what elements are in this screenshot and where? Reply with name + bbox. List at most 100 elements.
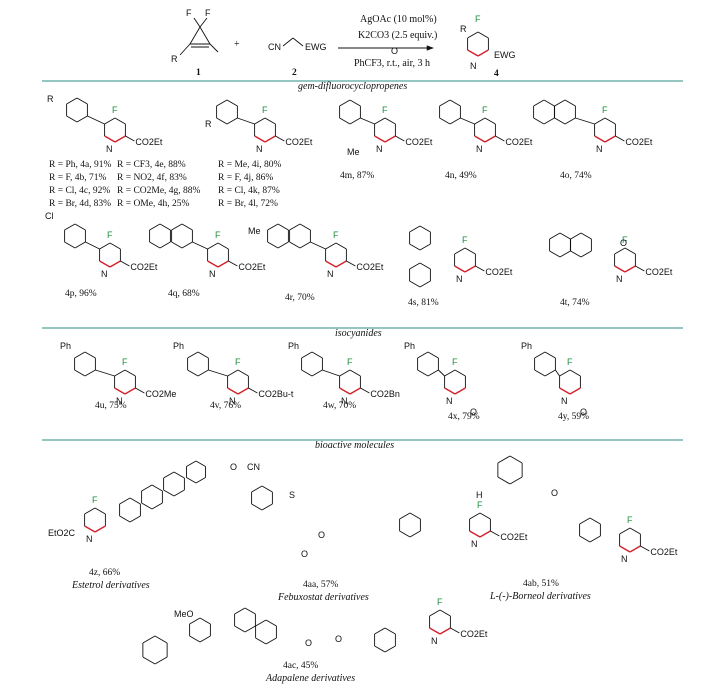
compound-4z-steroid-bond xyxy=(151,484,163,492)
compound-4z-steroid-bond xyxy=(129,497,141,505)
compound-4aa-bond xyxy=(479,512,491,520)
fluorine-atom: F xyxy=(92,495,98,505)
series-entry: R = Ph, 4a, 91% xyxy=(49,160,111,170)
compound-4p-bond xyxy=(99,242,111,250)
fluorine-atom: F xyxy=(382,105,388,115)
product-4-bond xyxy=(467,31,479,39)
series-entry: R = Cl, 4c, 92% xyxy=(49,186,110,196)
compound-4y-bond xyxy=(569,387,581,395)
product-label: 4 xyxy=(494,69,499,79)
compound-4m-link-bond xyxy=(360,117,375,125)
ester-bond xyxy=(475,265,485,272)
compound-label: 4v, 76% xyxy=(210,401,241,411)
atom-me: Me xyxy=(347,147,360,157)
compound-4aa-benzyl-bond xyxy=(399,512,411,520)
series-entry: R = Br, 4d, 83% xyxy=(49,199,111,209)
compound-4q-aryl-bond xyxy=(171,223,183,231)
compound-4a-4h-bond xyxy=(104,135,116,143)
compound-4m-bond xyxy=(384,117,396,125)
ester-group: CO2Et xyxy=(485,267,513,277)
compound-4o-naphthyl-bond xyxy=(533,117,545,125)
compound-label: 4y, 59% xyxy=(558,412,589,422)
compound-4a-4h-bond xyxy=(114,135,126,143)
compound-4q-bond xyxy=(207,260,219,268)
compound-4v-bond xyxy=(227,387,239,395)
derivative-name: Estetrol derivatives xyxy=(71,580,150,591)
ester-bond xyxy=(635,265,645,272)
compound-4o-aryl-bond xyxy=(564,117,576,125)
compound-4ab-bond xyxy=(629,527,641,535)
compound-4r-bond xyxy=(335,242,347,250)
series-entry: R = Me, 4i, 80% xyxy=(218,160,281,170)
compound-4m-aryl-bond xyxy=(349,99,361,107)
ester-bond xyxy=(125,135,135,142)
section-heading-bio: bioactive molecules xyxy=(315,440,394,451)
ester-bond xyxy=(450,627,460,634)
compound-4v-bond xyxy=(227,369,239,377)
compound-4ac-adamantyl-bond xyxy=(154,635,168,644)
atom-cn: CN xyxy=(247,462,260,472)
compound-4ac-bond xyxy=(439,627,451,635)
compound-4r-benzoxazole-bond xyxy=(267,223,279,231)
atom-r: R xyxy=(205,119,212,129)
compound-4z-steroid-bond xyxy=(119,515,131,523)
compound-4ac-benzyl-bond xyxy=(384,627,396,635)
compound-4n-aryl-bond xyxy=(439,99,451,107)
compound-4ac-benzyl-bond xyxy=(374,645,386,653)
compound-4q-fused-bond xyxy=(149,223,161,231)
compound-4v-aryl-bond xyxy=(187,351,199,359)
compound-4t-naphthyl-bond xyxy=(549,250,561,258)
compound-4aa-benzyl-bond xyxy=(409,530,421,538)
compound-4aa-bond xyxy=(479,530,491,538)
compound-label: 4s, 81% xyxy=(408,298,439,308)
compound-label: 4q, 68% xyxy=(168,289,200,299)
compound-4v-aryl-bond xyxy=(197,351,209,359)
compound-4ab-bornyl-bond xyxy=(497,476,511,485)
compound-4r-bond xyxy=(335,260,347,268)
compound-4y-bond xyxy=(559,387,571,395)
compound-4aa-benzyl-bond xyxy=(399,530,411,538)
compound-4m-bond xyxy=(374,117,386,125)
compound-4ab-benzyl-bond xyxy=(589,517,601,525)
pyridine-nitrogen: N xyxy=(229,396,236,406)
compound-4r-aryl-bond xyxy=(299,241,311,249)
compound-4t-naphthyl-bond xyxy=(549,232,561,240)
compound-4s-carbazole-bond xyxy=(409,280,421,288)
compound-4s-carbazole-bond xyxy=(409,225,421,233)
compound-4ac-aryl-bond xyxy=(199,635,211,643)
compound-label: 4w, 70% xyxy=(323,401,356,411)
compound-4y-bond xyxy=(569,369,581,377)
ester-bond xyxy=(640,545,650,552)
compound-4z-steroid-bond xyxy=(173,489,185,497)
ester-group: CO2Bu-t xyxy=(258,389,294,399)
ester-bond xyxy=(360,387,370,394)
compound-4s-carbazole-bond xyxy=(409,262,421,270)
atom-o: O xyxy=(580,407,587,417)
compound-label: 4aa, 57% xyxy=(303,580,338,590)
compound-4m-bond xyxy=(374,135,386,143)
series-entry: R = CF3, 4e, 88% xyxy=(117,160,186,170)
compound-4s-carbazole-bond xyxy=(409,243,421,251)
compound-4w-aryl-bond xyxy=(301,369,313,377)
compound-4ac-aryl-bond xyxy=(189,635,201,643)
reaction-conditions: PhCF3, r.t., air, 3 h xyxy=(354,58,430,69)
compound-4x-bond xyxy=(454,387,466,395)
fluorine-atom: F xyxy=(112,105,118,115)
reagent-base: K2CO3 (2.5 equiv.) xyxy=(358,30,437,41)
atom-o: O xyxy=(470,407,477,417)
compound-4z-bond xyxy=(84,525,96,533)
compound-4u-aryl-bond xyxy=(74,351,86,359)
compound-4w-aryl-bond xyxy=(311,351,323,359)
reagent-catalyst: AgOAc (10 mol%) xyxy=(360,14,437,25)
ester-bond xyxy=(228,260,238,267)
compound-4ac-aryl-bond xyxy=(189,617,201,625)
compound-4a-4h-aryl-bond xyxy=(66,97,78,105)
reactant-2-ewg: EWG xyxy=(305,42,327,52)
compound-4t-bond xyxy=(624,265,636,273)
compound-label: 4t, 74% xyxy=(560,298,590,308)
atom-me: Me xyxy=(248,226,261,236)
compound-4q-bond xyxy=(217,242,229,250)
atom-s: S xyxy=(289,490,295,500)
compound-4ac-benzyl-bond xyxy=(384,645,396,653)
compound-4ac-benzyl-bond xyxy=(374,627,386,635)
